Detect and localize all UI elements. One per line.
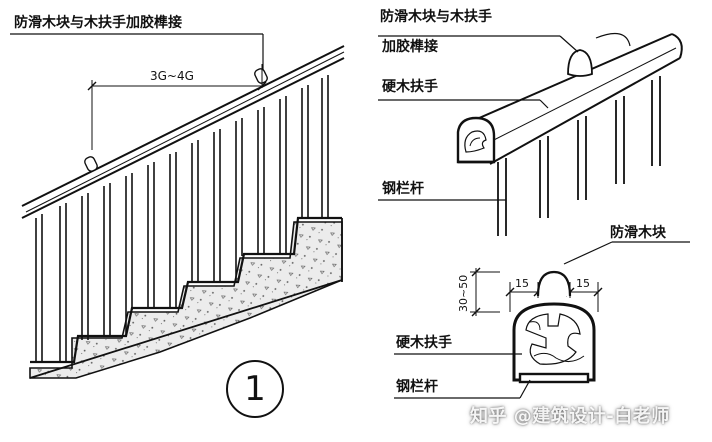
watermark-text: 知乎 @建筑设计-白老师 <box>470 406 670 427</box>
hardwood-handrail-section-label: 硬木扶手 <box>396 335 452 351</box>
left-handrail <box>10 33 345 219</box>
dimension-width-left: 15 <box>515 277 529 290</box>
left-balusters <box>35 75 329 362</box>
dimension-width-right: 15 <box>576 277 590 290</box>
right-callout-label-line1: 防滑木块与木扶手 <box>380 9 492 25</box>
right-callout-label-line2: 加胶榫接 <box>382 39 438 55</box>
stair-slab <box>29 216 343 379</box>
left-spacing-dimension: 3G~4G <box>150 69 194 83</box>
right-handrail-perspective <box>378 32 683 236</box>
figure-number-badge: 1 <box>226 360 284 418</box>
steel-baluster-label: 钢栏杆 <box>382 181 424 197</box>
steel-baluster-section-label: 钢栏杆 <box>396 379 438 395</box>
handrail-section-detail <box>394 241 690 399</box>
hardwood-handrail-label: 硬木扶手 <box>382 79 438 95</box>
left-callout-label: 防滑木块与木扶手加胶榫接 <box>14 15 182 31</box>
antislip-block-label: 防滑木块 <box>610 225 666 241</box>
dimension-height: 30~50 <box>457 274 470 312</box>
